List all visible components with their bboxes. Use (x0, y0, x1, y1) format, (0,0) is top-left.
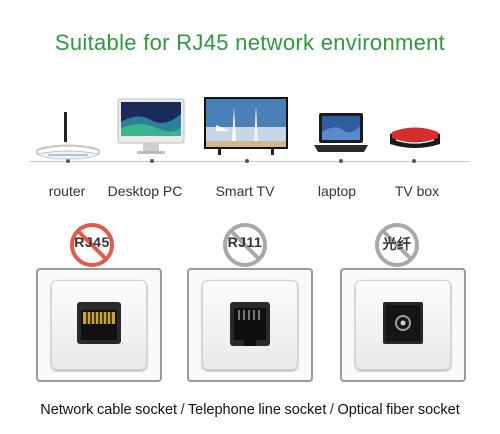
caption-separator: / (329, 402, 334, 418)
prohibited-icon (375, 223, 419, 267)
device-timeline (30, 161, 470, 162)
optical-fiber-socket-icon (383, 302, 423, 344)
timeline-dot (339, 159, 343, 163)
smart-tv-icon (204, 97, 288, 155)
desktop-pc-icon (117, 98, 185, 154)
timeline-dot (412, 159, 416, 163)
timeline-dot (245, 159, 249, 163)
rj11-badge-label: RJ11 (227, 234, 263, 250)
socket-caption-rj11: Telephone line socket (187, 402, 327, 418)
optical-fiber-badge-label: 光纤 (382, 236, 412, 252)
tv-box-icon (390, 127, 440, 148)
rj45-badge-label: RJ45 (74, 234, 110, 250)
device-label-router: router (48, 183, 86, 199)
device-label-desktop-pc: Desktop PC (107, 183, 183, 199)
socket-caption: Network cable socket / Telephone line so… (0, 402, 500, 418)
rj11-prohibited-badge: RJ11 (222, 222, 268, 268)
socket-caption-rj45: Network cable socket (40, 402, 178, 418)
rj11-socket-icon (230, 302, 270, 346)
headline: Suitable for RJ45 network environment (54, 30, 446, 55)
device-label-smart-tv: Smart TV (215, 183, 275, 199)
rj45-socket-panel (36, 268, 162, 382)
socket-caption-optical-fiber: Optical fiber socket (337, 402, 460, 418)
rj11-socket-panel (187, 268, 313, 382)
optical-fiber-prohibited-badge: 光纤 (374, 222, 420, 268)
caption-separator: / (180, 402, 185, 418)
optical-fiber-socket-panel (340, 268, 466, 382)
laptop-icon (314, 113, 368, 152)
timeline-dot (66, 159, 70, 163)
rj45-socket-icon (77, 302, 121, 344)
rj45-prohibited-badge: RJ45 (69, 222, 115, 268)
prohibited-icon (70, 223, 114, 267)
device-label-tv-box: TV box (394, 183, 440, 199)
prohibited-icon (223, 223, 267, 267)
device-label-laptop: laptop (317, 183, 357, 199)
timeline-dot (150, 159, 154, 163)
router-icon (35, 112, 101, 160)
